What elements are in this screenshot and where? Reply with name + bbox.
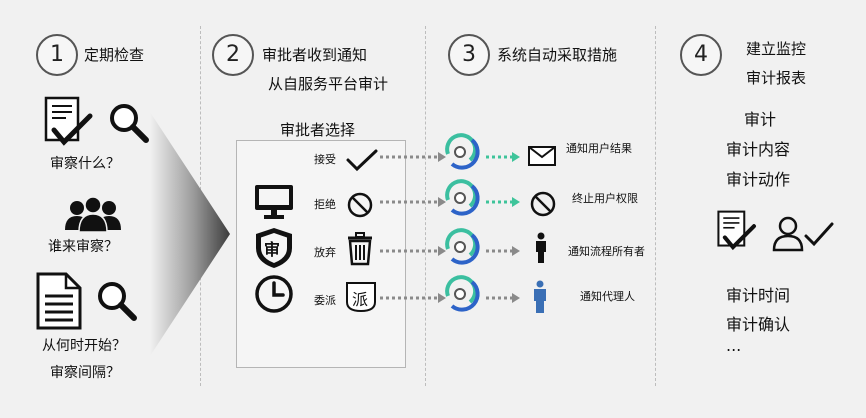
agent-person-icon: [534, 280, 546, 313]
step-3-title: 系统自动采取措施: [497, 46, 618, 64]
column-divider-3: [655, 26, 656, 386]
step-2-number: 2: [212, 34, 254, 76]
document-icon: [36, 272, 82, 330]
checkmark-icon[interactable]: [346, 148, 378, 172]
prohibited-icon[interactable]: [347, 192, 373, 218]
step-4-number: 4: [680, 34, 722, 76]
audit-confirm: 审计确认: [726, 315, 791, 334]
panel-title: 审批者选择: [280, 121, 356, 139]
people-group-icon: [65, 196, 121, 233]
action-connectors: [380, 152, 446, 303]
outcome-connectors: [486, 152, 520, 303]
magnifier-icon: [110, 104, 149, 143]
person-icon: [536, 232, 546, 263]
audit-content: 审计内容: [726, 140, 791, 159]
cycle-icons: [445, 133, 480, 312]
option-delegate[interactable]: 委派: [314, 294, 336, 307]
shield-label: 审: [264, 240, 281, 259]
monitor-icon: [255, 185, 293, 219]
outcome-notify-delegate: 通知代理人: [580, 290, 635, 303]
approver-choice-panel: [236, 140, 406, 368]
outcome-notify-user: 通知用户结果: [566, 142, 632, 155]
outcome-revoke-access: 终止用户权限: [572, 192, 638, 205]
cycle-icon: [445, 228, 480, 265]
audit-action: 审计动作: [726, 170, 791, 189]
option-accept[interactable]: 接受: [314, 153, 336, 166]
delegate-stamp-label: 派: [352, 290, 369, 309]
document-check-icon: [44, 96, 93, 146]
cycle-icon: [445, 275, 480, 312]
envelope-icon: [528, 146, 556, 166]
question-who: 谁来审察？: [48, 239, 118, 255]
column-divider-2: [425, 26, 426, 386]
step-4-title-line2: 审计报表: [746, 69, 807, 87]
prohibited-icon: [530, 191, 556, 217]
document-check-icon: [717, 210, 756, 251]
audit-heading: 审计: [744, 110, 777, 129]
magnifier-icon: [98, 282, 137, 321]
shield-icon: [256, 228, 292, 268]
step-3-number: 3: [448, 34, 490, 76]
step-4-title-line1: 建立监控: [746, 40, 807, 58]
question-when: 从何时开始？: [42, 338, 126, 354]
step-1-title: 定期检查: [84, 46, 145, 64]
step-2-title-line2: 从自服务平台审计: [268, 75, 389, 93]
flow-arrow-shape: [150, 112, 230, 356]
question-what: 审察什么？: [50, 156, 120, 172]
outcome-notify-owner: 通知流程所有者: [568, 245, 645, 258]
step-2-title-line1: 审批者收到通知: [262, 46, 368, 64]
option-abandon[interactable]: 放弃: [314, 246, 336, 259]
cycle-icon: [445, 179, 480, 216]
user-check-icon: [772, 216, 834, 252]
trash-icon[interactable]: [346, 232, 374, 266]
clock-icon: [255, 275, 293, 313]
cycle-icon: [445, 133, 480, 170]
step-1-number: 1: [36, 34, 78, 76]
audit-more: ...: [726, 336, 742, 355]
option-reject[interactable]: 拒绝: [314, 198, 336, 211]
audit-time: 审计时间: [726, 286, 791, 305]
delegate-stamp-icon[interactable]: [344, 280, 378, 314]
question-interval: 审察间隔？: [50, 365, 120, 381]
